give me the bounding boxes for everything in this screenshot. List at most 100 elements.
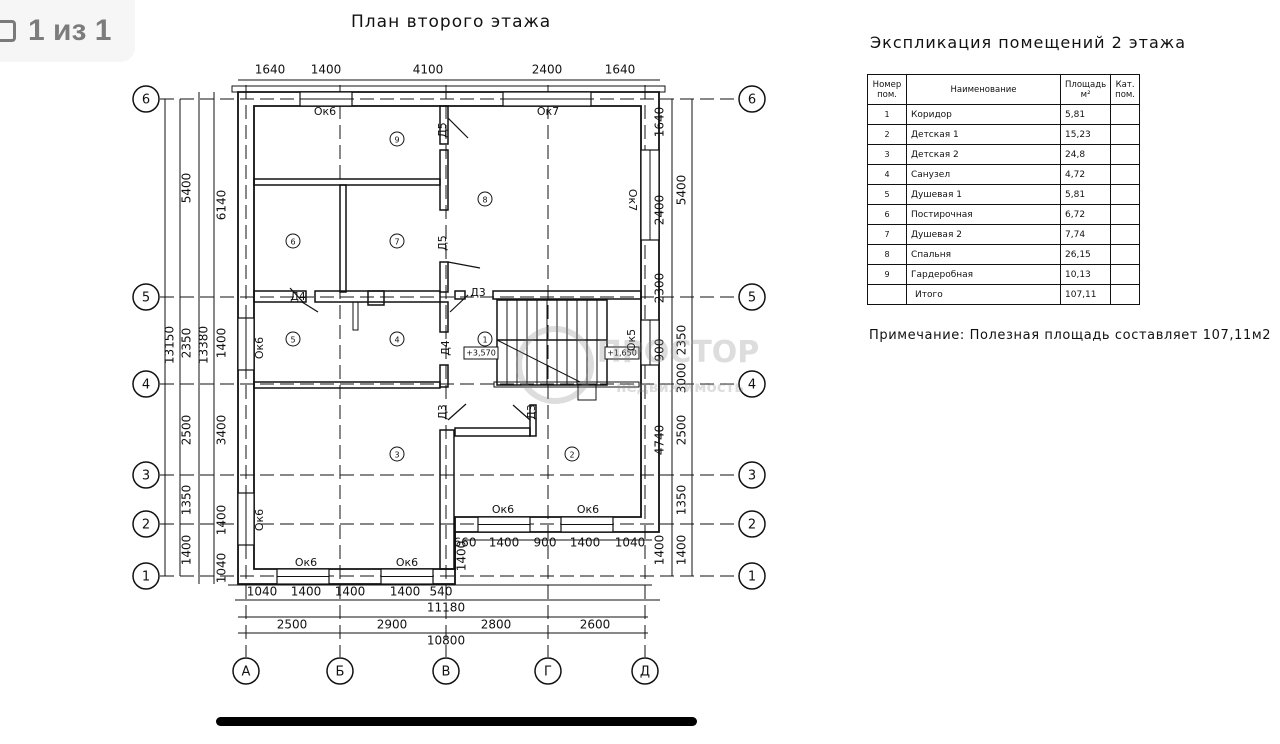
wall [439, 301, 449, 333]
door-label: Д3 [525, 404, 538, 420]
dimension-label: 5400 [180, 173, 194, 204]
axis-label: 3 [748, 469, 756, 484]
window-label: Ок6 [396, 556, 418, 569]
outer-wall-line [231, 85, 666, 93]
wall [439, 261, 449, 293]
dimension-label: 1400 [215, 328, 229, 359]
dimension-label: 4100 [413, 63, 444, 77]
page-counter[interactable]: 1 из 1 [0, 0, 135, 62]
dimension-label: 1640 [255, 63, 286, 77]
room-marker [389, 331, 405, 347]
wall [253, 381, 441, 389]
stair-line [496, 339, 581, 383]
stair-post [577, 383, 597, 401]
room-marker [389, 446, 405, 462]
dimension-label: 2500 [675, 415, 689, 446]
axis-label: 4 [142, 378, 150, 393]
room-number: 7 [394, 238, 399, 247]
room-marker [389, 233, 405, 249]
window-label: Ок6 [253, 337, 266, 359]
axis-label: А [242, 665, 251, 680]
wall [253, 178, 441, 186]
cell-area: 10,13 [1059, 264, 1112, 285]
dimension-label: 1400 [335, 585, 366, 599]
dimension-label: 900 [534, 536, 557, 550]
room-marker [285, 233, 301, 249]
axis-marker [232, 657, 260, 685]
wall [454, 427, 531, 437]
total-area: 107,11 [1059, 284, 1112, 305]
door-swing [449, 294, 469, 313]
window-label: Ок6 [492, 503, 514, 516]
axis-label: Б [336, 665, 345, 680]
axis-label: 1 [748, 570, 756, 585]
dimension-label: 540 [430, 585, 453, 599]
room-marker [564, 446, 580, 462]
door-label: Д5 [436, 122, 449, 138]
axis-marker [132, 510, 160, 538]
dimension-label: 2400 [653, 195, 667, 226]
axis-marker [432, 657, 460, 685]
dimension-label: 2900 [377, 618, 408, 632]
axis-marker [534, 657, 562, 685]
wall [439, 429, 455, 570]
wall [454, 290, 466, 300]
dimension-label: 2400 [532, 63, 563, 77]
page-counter-label: 1 из 1 [28, 14, 112, 47]
window-label: Ок7 [537, 105, 559, 118]
dimension-label: 2500 [277, 618, 308, 632]
dimension-label: 1400 [675, 535, 689, 566]
axis-marker [132, 562, 160, 590]
dimension-label: 1350 [675, 485, 689, 516]
dimension-label: 11180 [427, 601, 465, 615]
explication-table: Номер пом. Наименование Площадь м² Кат. … [867, 74, 1141, 305]
staircase [496, 299, 608, 386]
axis-marker [631, 657, 659, 685]
header-area: Площадь м² [1059, 74, 1112, 105]
level-label: +3,570 [466, 349, 496, 358]
wall [492, 290, 642, 300]
room-marker [477, 331, 493, 347]
room-number: 2 [569, 451, 574, 460]
dimension-label: 1400 [215, 505, 229, 536]
axis-marker [326, 657, 354, 685]
page-thumbnail-icon [0, 20, 16, 42]
dimension-label: 1400 [570, 536, 601, 550]
dimension-label: 1640 [653, 107, 667, 138]
area-note: Примечание: Полезная площадь составляет … [869, 328, 1272, 343]
axis-marker [738, 370, 766, 398]
dimension-label: 1640 [605, 63, 636, 77]
dimension-label: 2350 [180, 328, 194, 359]
axis-marker [738, 510, 766, 538]
axis-marker [132, 370, 160, 398]
door-swing [447, 403, 467, 421]
door-swing [289, 287, 304, 303]
dimension-label: 13150 [163, 326, 177, 364]
dimension-label: 2350 [675, 325, 689, 356]
axis-marker [132, 283, 160, 311]
wall [253, 290, 307, 303]
dimension-label: 1400 [455, 541, 469, 572]
cell-cat [1110, 284, 1141, 305]
dimension-label: 4740 [653, 425, 667, 456]
wall [439, 149, 449, 211]
room-number: 5 [290, 336, 295, 345]
wall [439, 105, 449, 145]
dimension-label: 1400 [291, 585, 322, 599]
axis-label: Г [544, 665, 552, 680]
axis-label: В [442, 665, 451, 680]
axis-label: 3 [142, 469, 150, 484]
axis-marker [738, 283, 766, 311]
outer-wall-inner [253, 105, 642, 570]
home-indicator[interactable] [216, 717, 697, 726]
dimension-label: 1040 [215, 553, 229, 584]
level-mark [604, 346, 640, 360]
watermark-subtext: недвижимость [616, 378, 744, 396]
dimension-label: 2600 [580, 618, 611, 632]
